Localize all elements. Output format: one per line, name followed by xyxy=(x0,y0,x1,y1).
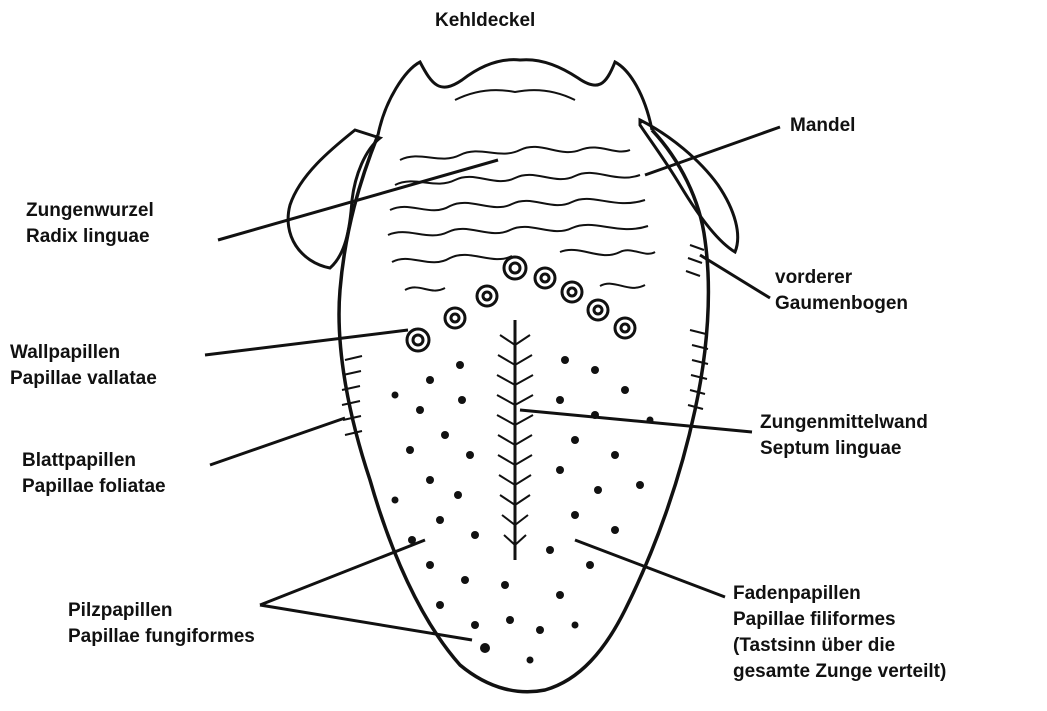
label-blattpapillen: Blattpapillen Papillae foliatae xyxy=(22,448,166,500)
label-pilzpapillen: Pilzpapillen Papillae fungiformes xyxy=(68,598,255,650)
epiglottis-outline xyxy=(378,60,652,135)
leader-blattpapillen xyxy=(210,418,345,465)
leader-wallpapillen xyxy=(205,330,408,355)
label-zungenwurzel: Zungenwurzel Radix linguae xyxy=(26,198,154,250)
root-texture xyxy=(388,147,655,291)
label-kehldeckel: Kehldeckel xyxy=(435,8,535,34)
label-mandel: Mandel xyxy=(790,113,855,139)
vallate-papillae xyxy=(407,257,635,351)
label-fadenpapillen: Fadenpapillen Papillae filiformes (Tasts… xyxy=(733,581,946,685)
label-wallpapillen: Wallpapillen Papillae vallatae xyxy=(10,340,157,392)
leader-pilz-1 xyxy=(260,540,425,605)
label-septum: Zungenmittelwand Septum linguae xyxy=(760,410,928,462)
label-gaumenbogen: vorderer Gaumenbogen xyxy=(775,265,908,317)
papillae-dots xyxy=(392,356,654,664)
leader-septum xyxy=(520,410,752,432)
epiglottis-inner xyxy=(455,90,575,100)
leader-fadenpapillen xyxy=(575,540,725,597)
leader-gaumenbogen xyxy=(700,255,770,298)
median-septum xyxy=(497,320,533,560)
leader-pilz-2 xyxy=(260,605,472,640)
